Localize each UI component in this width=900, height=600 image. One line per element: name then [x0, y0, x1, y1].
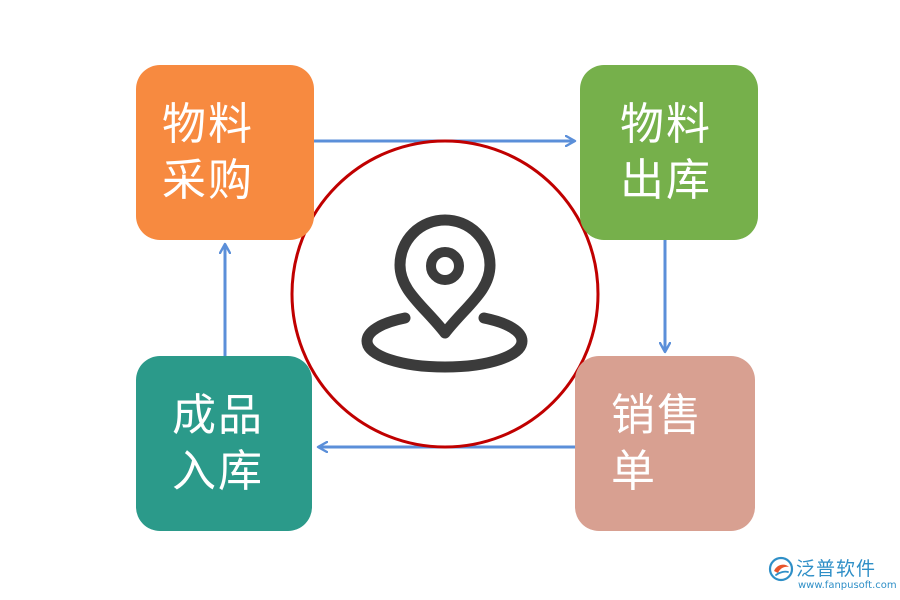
location-pin-icon [361, 214, 528, 373]
brand-url: www.fanpusoft.com [798, 580, 897, 591]
node-label-line2: 单 [611, 445, 657, 497]
center-ring [290, 139, 600, 449]
node-material-purchase: 物料 采购 [136, 65, 314, 240]
node-label-line2: 入库 [172, 445, 264, 497]
brand-watermark: 泛普软件 www.fanpusoft.com [768, 552, 897, 596]
node-finished-goods-inbound: 成品 入库 [136, 356, 312, 531]
node-label-line2: 出库 [620, 154, 712, 206]
node-sales-order: 销售 单 [575, 356, 755, 531]
node-label-line1: 物料 [620, 98, 712, 150]
node-label-line1: 销售 [611, 389, 703, 441]
node-label-line1: 物料 [162, 98, 254, 150]
node-label-line1: 成品 [172, 389, 264, 441]
node-label-line2: 采购 [162, 154, 254, 206]
brand-name: 泛普软件 [796, 558, 877, 580]
brand-logo-icon [768, 556, 794, 582]
node-material-outbound: 物料 出库 [580, 65, 758, 240]
